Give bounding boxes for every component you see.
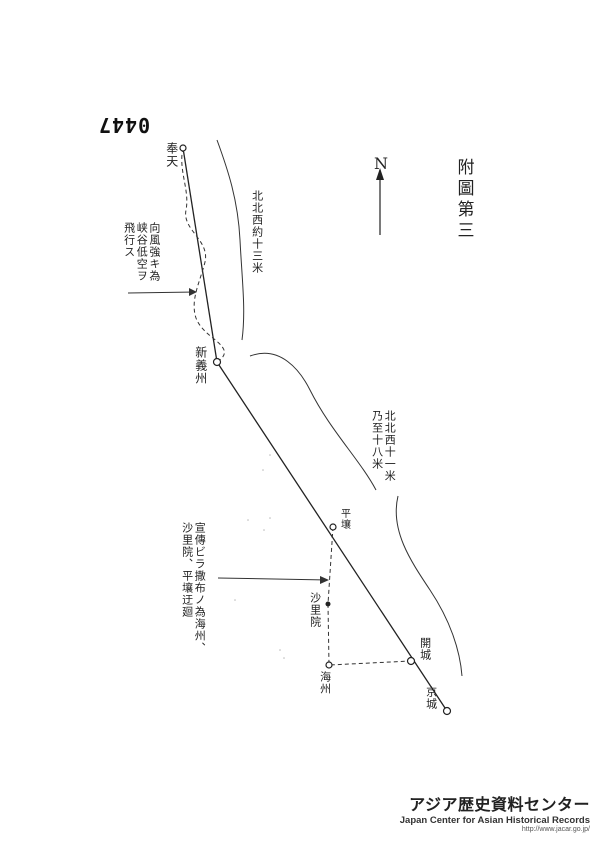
place-label-keijo: 京城 — [424, 686, 438, 710]
wind-bracket-middle — [249, 352, 377, 491]
station-marker-sariwon — [325, 601, 331, 607]
place-label-fengtian: 奉天 — [164, 142, 179, 168]
station-marker-pyongyang — [329, 523, 337, 531]
station-marker-keijo — [442, 706, 452, 716]
place-label-haeju: 海州 — [318, 671, 332, 695]
station-marker-haeju — [325, 661, 333, 669]
leaflet-annotation: 宣傳ビラ撒布ノ為海州、沙里院、平壤迂廻 — [180, 522, 207, 654]
archive-footer: アジア歴史資料センター Japan Center for Asian Histo… — [400, 791, 590, 833]
archive-url: http://www.jacar.go.jp/ — [521, 826, 590, 833]
dashed-detour-south — [327, 526, 412, 666]
place-label-kaesong: 開城 — [418, 637, 432, 661]
main-route-line — [182, 147, 218, 363]
flight-note-arrowhead — [189, 288, 197, 296]
north-arrow-head — [376, 168, 384, 180]
dashed-detour-north — [181, 147, 225, 363]
station-marker-kaesong — [406, 656, 416, 666]
figure-title: 附圖第三 — [453, 158, 474, 242]
wind-bracket-upper — [216, 139, 245, 341]
north-label: N — [374, 154, 388, 173]
place-label-sariwon: 沙里院 — [308, 592, 322, 628]
scan-specks — [234, 454, 285, 659]
leaflet-note-arrow — [217, 577, 329, 581]
wind-bracket-lower — [395, 495, 463, 677]
place-label-xinyizhou: 新義州 — [193, 346, 208, 385]
station-marker-xinyizhou — [212, 357, 222, 367]
station-marker-fengtian — [179, 144, 187, 152]
leaflet-note-arrowhead — [320, 576, 329, 584]
flight-annotation: 向風強キ為峡谷低空ヲ飛行ス — [122, 222, 161, 282]
wind-annotation-lower: 北北西十一米乃至十八米 — [370, 410, 397, 482]
archive-name-en: Japan Center for Asian Historical Record… — [399, 815, 590, 826]
place-label-pyongyang: 平壤 — [338, 508, 350, 530]
wind-annotation-upper: 北北西約十三米 — [250, 190, 264, 274]
archive-name-jp: アジア歴史資料センター — [409, 795, 590, 814]
flight-note-arrow — [127, 291, 197, 294]
